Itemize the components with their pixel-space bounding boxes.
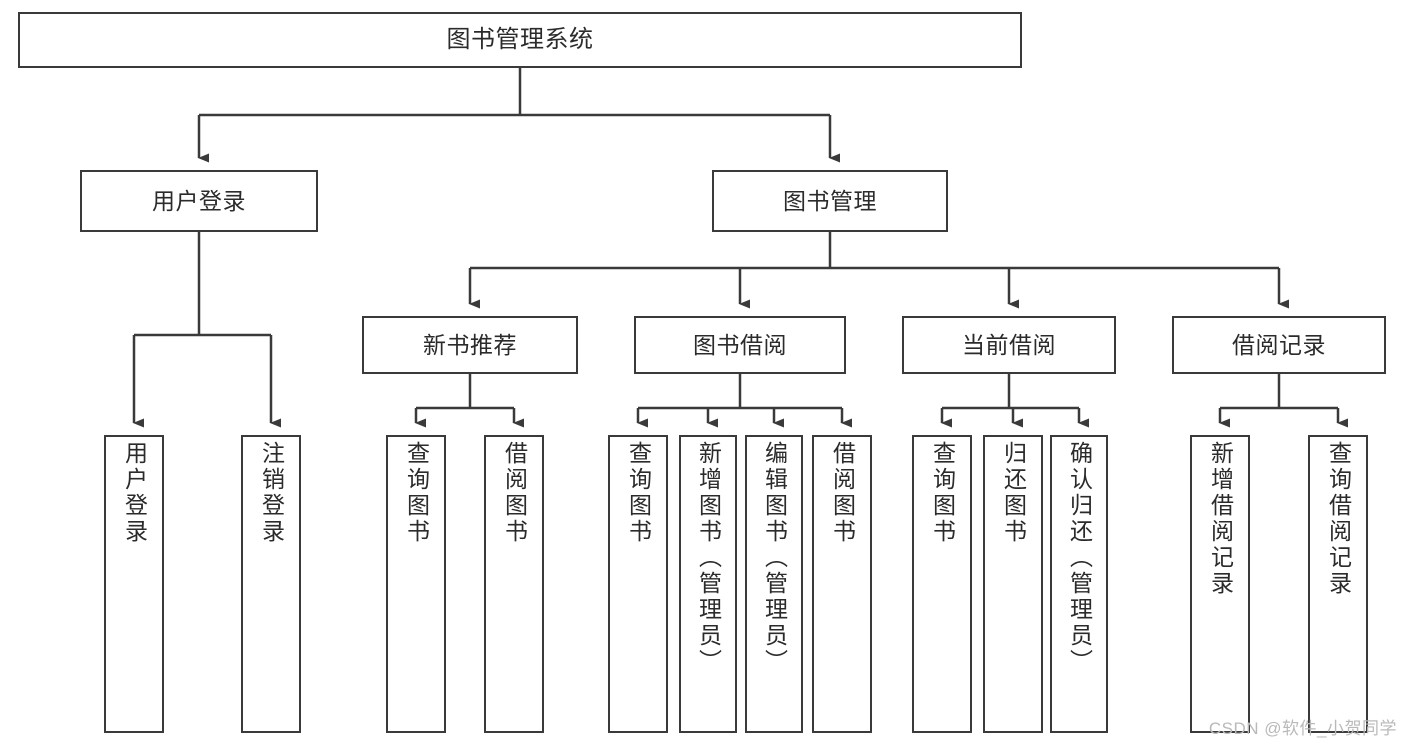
watermark-text: CSDN @软件_小贺同学 [1208,719,1397,738]
node-label: 注销登录 [258,441,285,545]
node-label: 新书推荐 [423,331,517,358]
node-l3-d[interactable]: 借阅记录 [1172,316,1386,374]
node-l4-01[interactable]: 用户登录 [104,435,164,733]
node-l4-05[interactable]: 查询图书 [608,435,668,733]
node-l4-07[interactable]: 编辑图书（管理员） [745,435,803,733]
node-root[interactable]: 图书管理系统 [18,12,1022,68]
node-l4-06[interactable]: 新增图书（管理员） [679,435,737,733]
node-label: 新增借阅记录 [1207,441,1234,597]
node-label: 查询图书 [403,441,430,545]
node-label: 图书管理 [783,187,877,214]
node-l4-04[interactable]: 借阅图书 [484,435,544,733]
node-l4-13[interactable]: 查询借阅记录 [1308,435,1368,733]
node-l2-a[interactable]: 用户登录 [80,170,318,232]
node-label: 用户登录 [121,441,148,545]
node-label: 编辑图书（管理员） [761,441,788,675]
node-label: 借阅图书 [829,441,856,545]
node-label: 借阅图书 [501,441,528,545]
node-label: 确认归还（管理员） [1066,441,1093,675]
node-label: 查询图书 [625,441,652,545]
node-label: 归还图书 [1000,441,1027,545]
node-label: 查询图书 [929,441,956,545]
node-l3-b[interactable]: 图书借阅 [634,316,846,374]
node-label: 图书借阅 [693,331,787,358]
node-l4-10[interactable]: 归还图书 [983,435,1043,733]
node-label: 查询借阅记录 [1325,441,1352,597]
node-l3-a[interactable]: 新书推荐 [362,316,578,374]
node-l4-09[interactable]: 查询图书 [912,435,972,733]
node-label: 当前借阅 [962,331,1056,358]
node-label: 借阅记录 [1232,331,1326,358]
node-l4-12[interactable]: 新增借阅记录 [1190,435,1250,733]
node-l3-c[interactable]: 当前借阅 [902,316,1116,374]
node-l4-02[interactable]: 注销登录 [241,435,301,733]
node-label: 图书管理系统 [446,26,594,54]
node-l4-11[interactable]: 确认归还（管理员） [1050,435,1108,733]
node-l4-03[interactable]: 查询图书 [386,435,446,733]
node-l4-08[interactable]: 借阅图书 [812,435,872,733]
node-label: 用户登录 [152,187,246,214]
node-label: 新增图书（管理员） [695,441,722,675]
node-l2-b[interactable]: 图书管理 [712,170,948,232]
